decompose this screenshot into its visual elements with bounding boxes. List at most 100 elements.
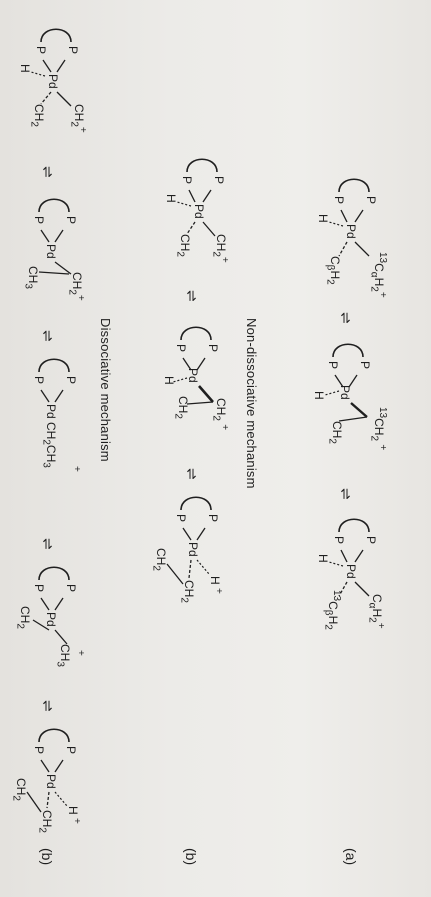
hydride-charge: H + xyxy=(208,576,224,594)
equilibrium-arrow: ⇌ xyxy=(184,468,200,480)
upper-carbon: 13CH2 + xyxy=(368,407,388,451)
p-top: P xyxy=(364,536,378,545)
p-top: P xyxy=(212,176,226,185)
lower-carbon: 13CβH2 xyxy=(322,590,342,630)
equilibrium-arrow: ⇌ xyxy=(184,290,200,302)
equilibrium-arrow: ⇌ xyxy=(338,312,354,324)
panel-label-a: (a) xyxy=(343,848,359,866)
lower-carbon: CH2 xyxy=(174,234,192,257)
species-b1-1: P P Pd CH2+ CH2 H xyxy=(155,150,235,280)
panel-label-b1: (b) xyxy=(183,848,199,866)
pd-label: Pd xyxy=(44,244,58,259)
p-bottom: P xyxy=(174,514,188,523)
extra-carbon: CH2 xyxy=(10,778,28,801)
lower-carbon: CH2 xyxy=(28,104,46,127)
species-b2-3: P P Pd CH2CH3 + xyxy=(15,350,95,530)
p-top: P xyxy=(66,46,80,55)
species-b2-4: P P Pd + CH3 CH2 xyxy=(15,558,95,688)
species-a1: P P Pd 13CαH2+ CβH2 H xyxy=(311,170,391,300)
species-b2-2-bonds xyxy=(38,198,72,275)
hydride: H xyxy=(18,64,32,73)
pd-label: Pd xyxy=(344,224,358,239)
lower-carbon: CH2 xyxy=(36,810,54,833)
p-bottom: P xyxy=(326,361,340,370)
pd-label: Pd xyxy=(192,204,206,219)
pd-label: Pd xyxy=(44,774,58,789)
p-bottom: P xyxy=(32,746,46,755)
equilibrium-arrow: ⇌ xyxy=(40,330,56,342)
lower-carbon: CH2 xyxy=(14,606,32,629)
p-bottom: P xyxy=(174,344,188,353)
p-top: P xyxy=(64,746,78,755)
p-bottom: P xyxy=(32,376,46,385)
species-a2: P P Pd 13CH2 + CH2 H xyxy=(311,335,391,475)
p-bottom: P xyxy=(180,176,194,185)
species-a2-bonds xyxy=(324,343,368,422)
pd-label: Pd xyxy=(338,385,352,400)
equilibrium-arrow: ⇌ xyxy=(40,166,56,178)
pd-ethyl: Pd CH2CH3 xyxy=(40,404,58,468)
p-bottom: P xyxy=(32,584,46,593)
p-bottom: P xyxy=(32,216,46,225)
species-b2-5-bonds xyxy=(26,728,70,813)
p-bottom: P xyxy=(332,196,346,205)
lower-carbon: CβH2 xyxy=(324,256,342,285)
species-b2-5: P P Pd H + CH2 CH2 xyxy=(5,720,95,850)
charge: + xyxy=(71,466,82,472)
p-top: P xyxy=(364,196,378,205)
upper-carbon: CH2 + xyxy=(210,398,230,431)
pd-label: Pd xyxy=(46,74,60,89)
species-b2-1: P P Pd CH2+ CH2 H xyxy=(15,20,95,150)
hydride: H xyxy=(312,391,326,400)
species-b2-3-bonds xyxy=(38,358,70,403)
species-b1-2-bonds xyxy=(172,326,214,405)
extra-carbon: CH3 xyxy=(54,644,72,667)
hydride: H xyxy=(316,554,330,563)
pd-label: Pd xyxy=(344,564,358,579)
species-a3: P P Pd CαH2+ 13CβH2 H xyxy=(311,510,391,660)
pd-label: Pd xyxy=(186,542,200,557)
charge: + xyxy=(75,650,86,656)
equilibrium-arrow: ⇌ xyxy=(40,700,56,712)
species-b2-4-bonds xyxy=(32,566,70,645)
species-b2-1-bonds xyxy=(30,28,72,107)
species-b2-2: P P Pd CH2+ CH3 xyxy=(15,190,95,320)
pd-label: Pd xyxy=(186,368,200,383)
species-b1-3-bonds xyxy=(166,496,212,585)
p-top: P xyxy=(64,584,78,593)
species-a3-bonds xyxy=(328,518,370,597)
equilibrium-arrow: ⇌ xyxy=(338,488,354,500)
p-top: P xyxy=(206,514,220,523)
p-top: P xyxy=(64,376,78,385)
upper-carbon: CH2+ xyxy=(66,272,86,301)
species-b1-3: P P Pd H + CH2 CH2 xyxy=(145,488,235,638)
upper-carbon: CαH2+ xyxy=(366,594,386,629)
p-top: P xyxy=(358,361,372,370)
upper-carbon: CH2+ xyxy=(210,234,230,263)
equilibrium-arrow: ⇌ xyxy=(40,538,56,550)
section-title-dissociative: Dissociative mechanism xyxy=(98,318,113,462)
p-bottom: P xyxy=(332,536,346,545)
p-top: P xyxy=(206,344,220,353)
hydride: H xyxy=(164,194,178,203)
lower-carbon: CH2 xyxy=(326,421,344,444)
hydride: H xyxy=(162,376,176,385)
extra-carbon: CH2 xyxy=(150,548,168,571)
upper-carbon: CH2+ xyxy=(68,104,88,133)
lower-carbon: CH3 xyxy=(22,266,40,289)
hydride: H xyxy=(316,214,330,223)
p-top: P xyxy=(64,216,78,225)
lower-carbon: CH2 xyxy=(178,580,196,603)
species-a1-bonds xyxy=(328,178,370,257)
species-b1-2: P P Pd CH2 + CH2 H xyxy=(155,318,235,458)
upper-carbon: 13CαH2+ xyxy=(368,252,388,298)
p-bottom: P xyxy=(34,46,48,55)
section-title-non-dissociative: Non-dissociative mechanism xyxy=(244,318,259,489)
panel-label-b2: (b) xyxy=(39,848,55,866)
lower-carbon: CH2 xyxy=(172,396,190,419)
pd-label: Pd xyxy=(44,612,58,627)
species-b1-1-bonds xyxy=(176,158,218,237)
hydride-charge: H + xyxy=(66,806,82,824)
